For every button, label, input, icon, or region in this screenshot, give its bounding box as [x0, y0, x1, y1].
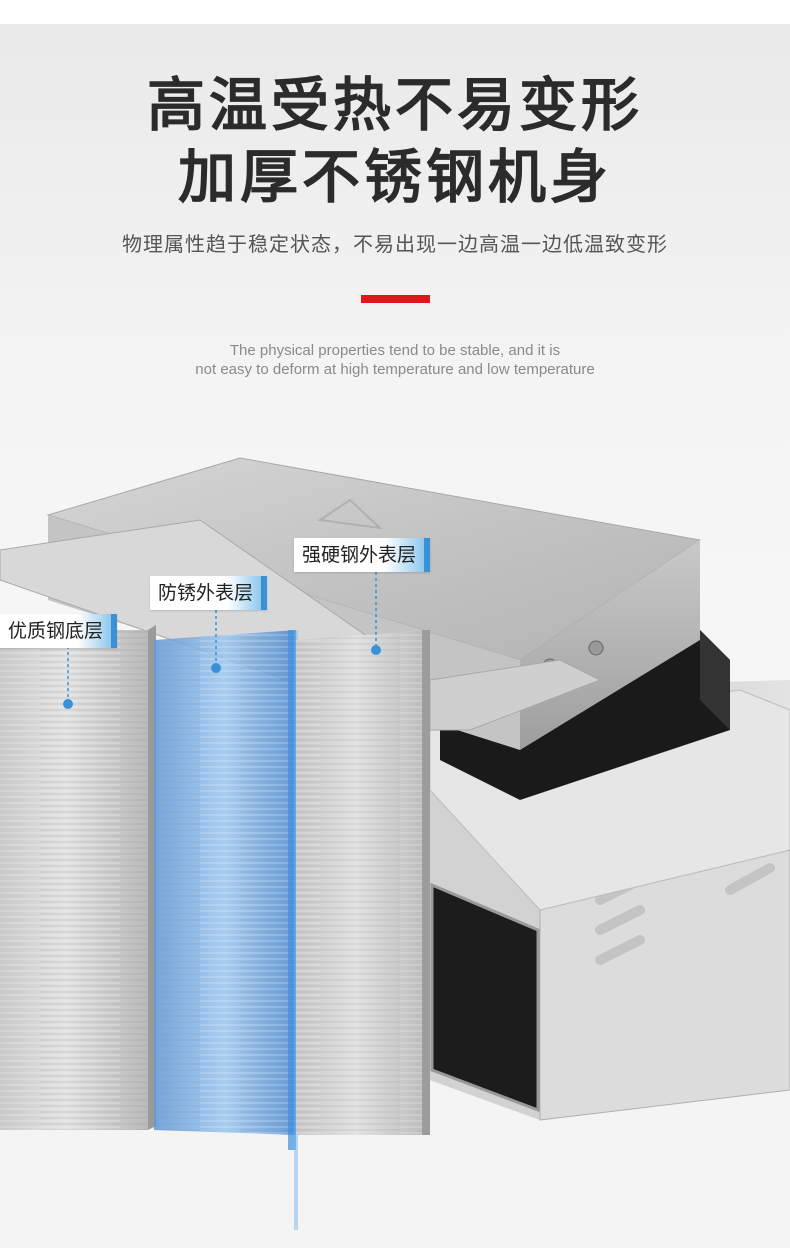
subtitle-english: The physical properties tend to be stabl…	[0, 341, 790, 379]
subtitle-english-line2: not easy to deform at high temperature a…	[195, 361, 595, 378]
product-illustration	[0, 457, 790, 1230]
product-scene: 优质钢底层 防锈外表层 强硬钢外表层	[0, 430, 790, 1248]
subtitle-chinese: 物理属性趋于稳定状态，不易出现一边高温一边低温致变形	[122, 232, 668, 256]
layer-panel-rust-proof	[154, 630, 298, 1230]
label-hard-steel-layer: 强硬钢外表层	[294, 538, 431, 572]
leader-dots	[63, 645, 381, 709]
label-rust-proof-layer: 防锈外表层	[150, 576, 268, 610]
layer-panel-bottom	[0, 625, 156, 1130]
leader-lines	[67, 572, 377, 702]
top-band	[0, 0, 790, 24]
subtitle-english-line1: The physical properties tend to be stabl…	[229, 342, 561, 359]
red-divider	[361, 295, 430, 303]
label-bottom-layer: 优质钢底层	[0, 614, 118, 648]
page-title-line2: 加厚不锈钢机身	[177, 143, 612, 211]
machine-base	[429, 630, 790, 1121]
layer-panel-hard-steel	[296, 630, 430, 1135]
page-title-line1: 高温受热不易变形	[146, 71, 643, 139]
